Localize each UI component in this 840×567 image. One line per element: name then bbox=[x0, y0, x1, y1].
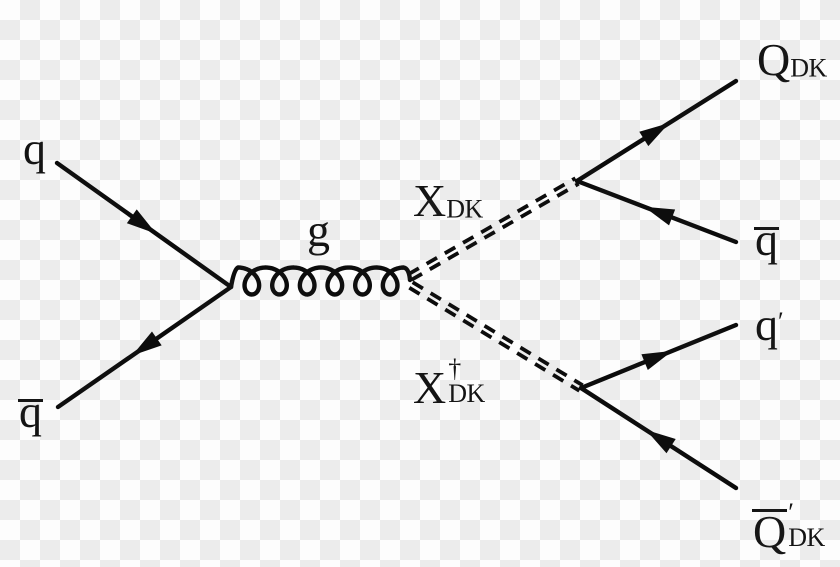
incoming-quark-line-arrow bbox=[126, 209, 157, 234]
X-DK-propagator-dash-2 bbox=[407, 176, 577, 276]
incoming-antiquark-line-arrow bbox=[132, 331, 162, 356]
superscript-subscript-stack: ′DK bbox=[788, 498, 825, 552]
subscript: DK bbox=[448, 378, 485, 408]
label-incoming-quark: q bbox=[23, 126, 46, 172]
label-outgoing-heavy-quark: QDK bbox=[757, 37, 827, 83]
particle-symbol: X bbox=[413, 362, 447, 413]
outgoing-antiquark-line-arrow bbox=[644, 206, 676, 226]
particle-symbol: X bbox=[413, 175, 447, 226]
particle-symbol: q bbox=[755, 299, 778, 350]
outgoing-heavy-antiquark-line-arrow bbox=[645, 429, 676, 454]
particle-symbol: g bbox=[307, 205, 330, 256]
superscript: ′ bbox=[788, 498, 794, 527]
particle-symbol: q bbox=[18, 386, 43, 437]
label-gluon: g bbox=[307, 208, 330, 254]
label-X-DK: XDK bbox=[413, 178, 483, 224]
subscript: DK bbox=[790, 53, 827, 83]
X-DK-propagator-dash-1 bbox=[410, 182, 580, 282]
subscript: DK bbox=[788, 522, 825, 552]
particle-symbol: q bbox=[754, 214, 779, 265]
outgoing-qprime-line-arrow bbox=[641, 350, 673, 371]
label-incoming-antiquark: q bbox=[18, 386, 43, 437]
superscript: † bbox=[448, 354, 462, 383]
label-outgoing-antiquark: q bbox=[754, 214, 779, 265]
particle-symbol: q bbox=[23, 123, 46, 174]
gluon-propagator bbox=[228, 265, 413, 297]
particle-symbol: Q bbox=[751, 506, 788, 557]
label-X-DK-dagger: X†DK bbox=[413, 354, 485, 413]
outgoing-heavy-quark-line-arrow bbox=[639, 123, 670, 147]
superscript-subscript-stack: †DK bbox=[448, 354, 485, 408]
superscript: ′ bbox=[778, 307, 784, 337]
particle-symbol: Q bbox=[757, 34, 791, 85]
subscript: DK bbox=[446, 194, 483, 224]
label-outgoing-qprime: q′ bbox=[755, 302, 784, 348]
label-outgoing-heavy-antiquark: Q′DK bbox=[751, 498, 825, 557]
